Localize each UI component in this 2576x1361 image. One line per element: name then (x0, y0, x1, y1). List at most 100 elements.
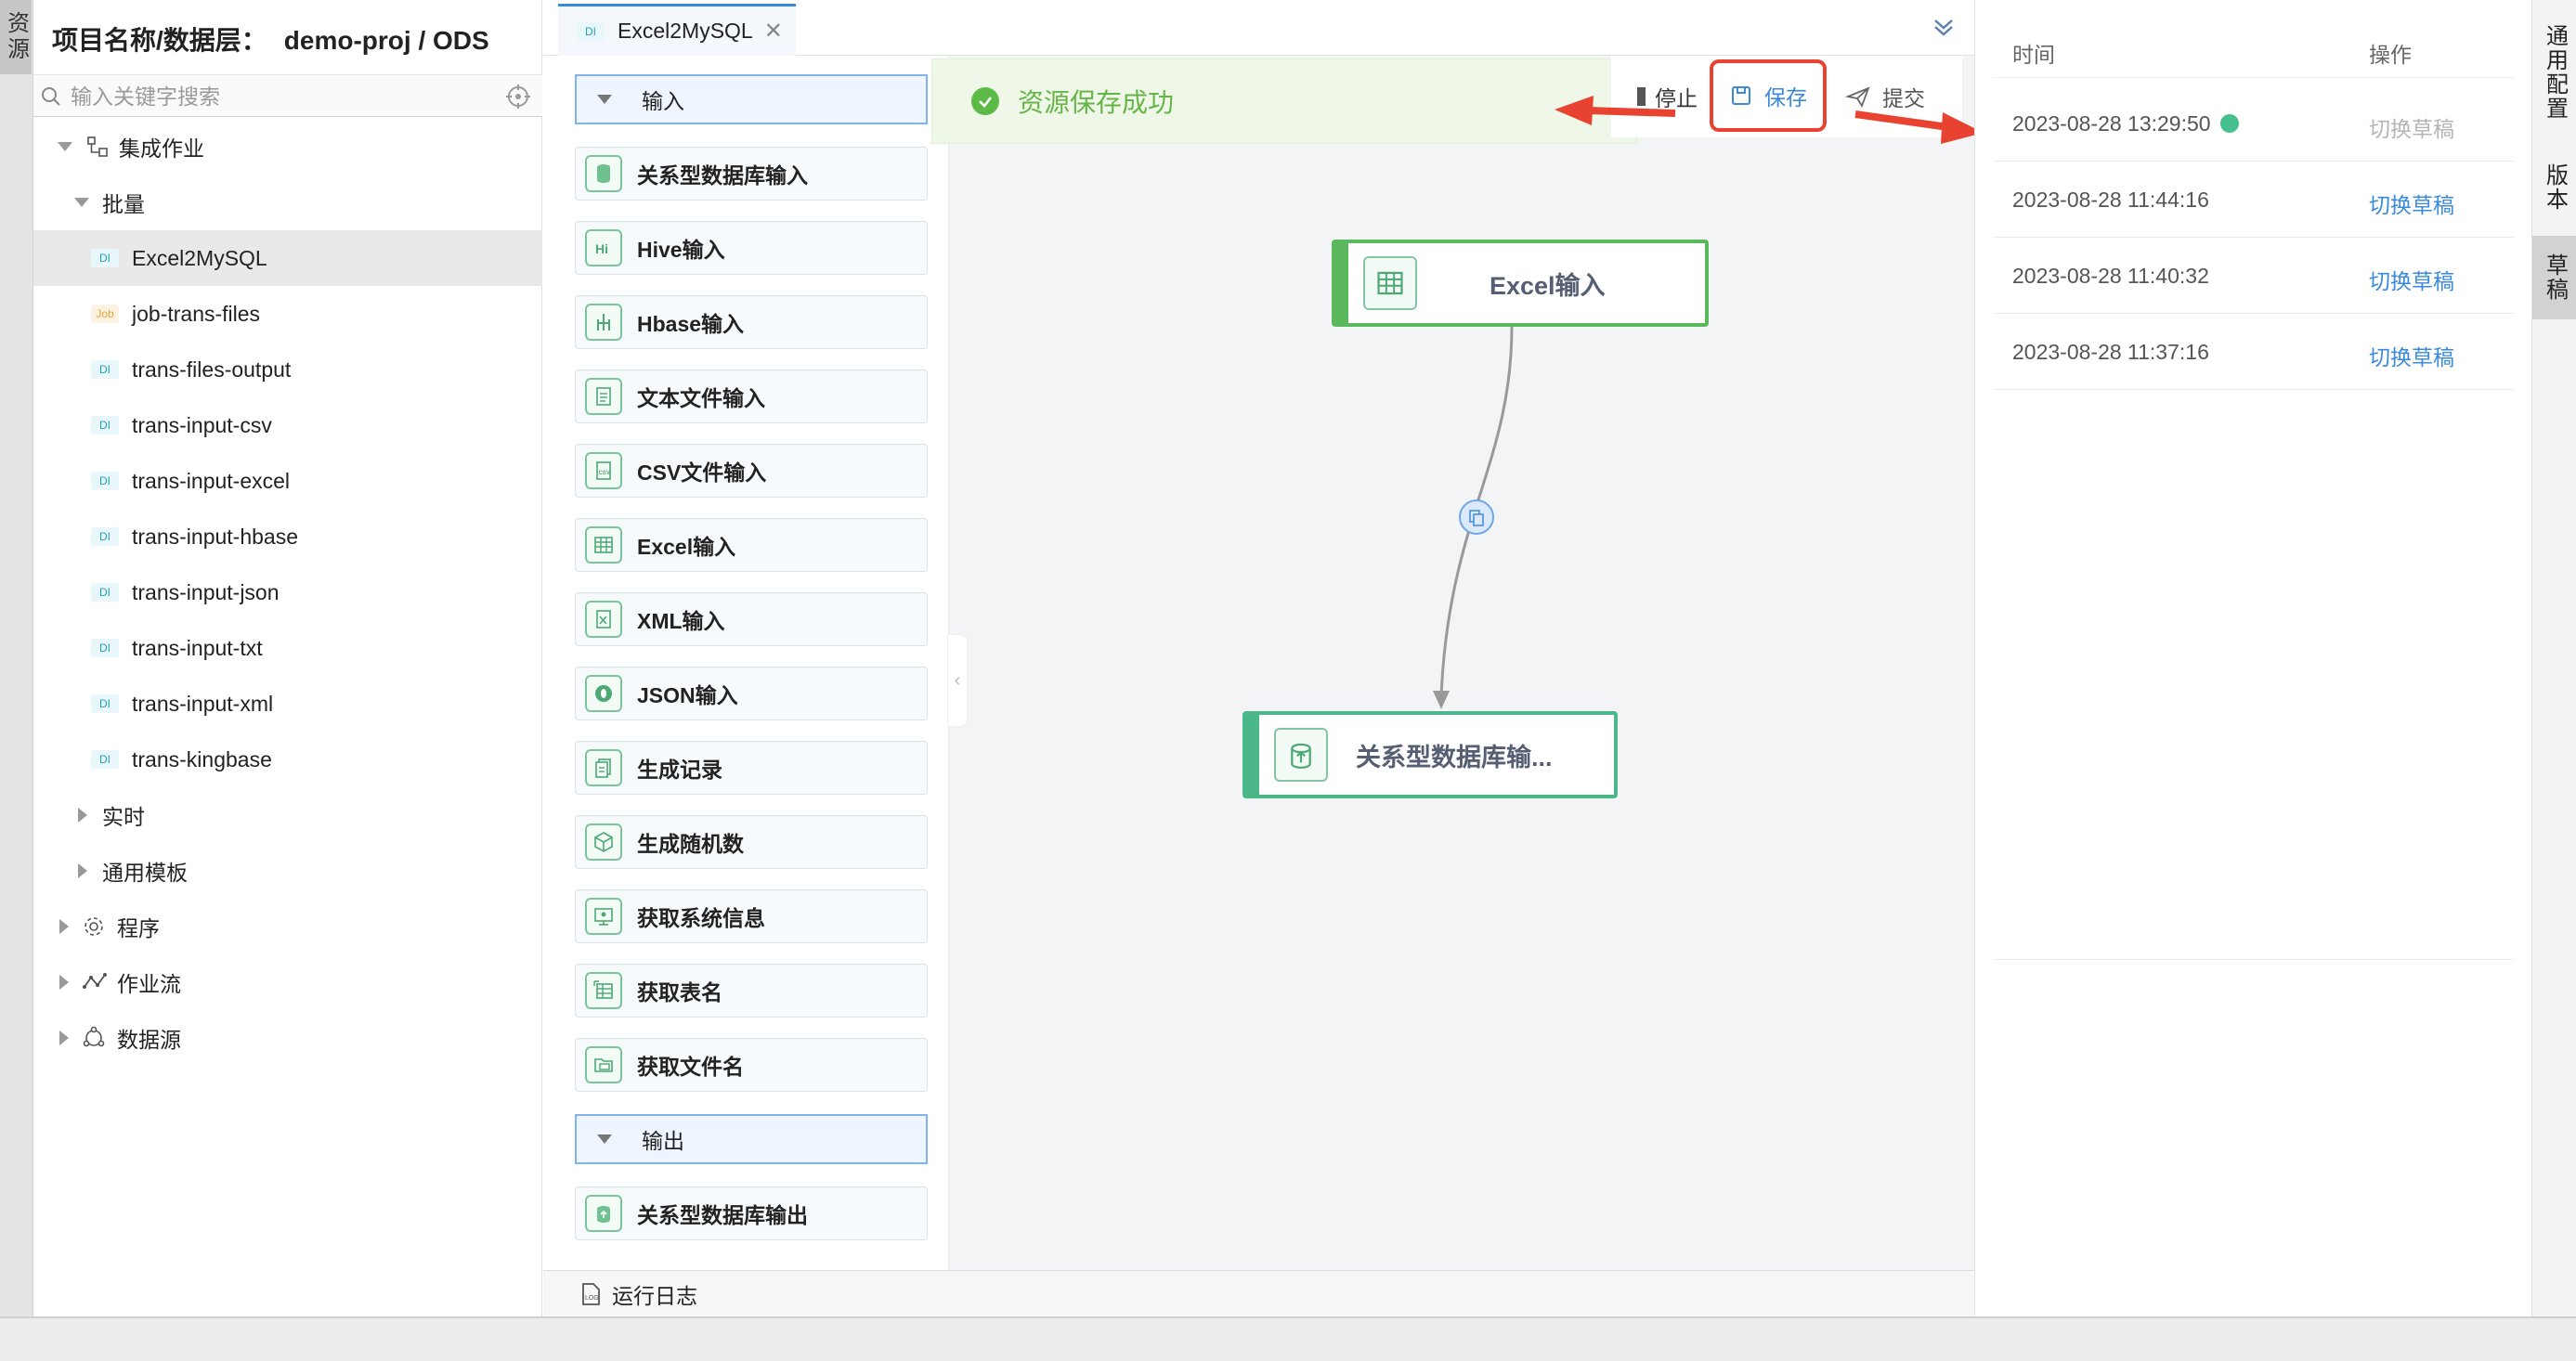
node-excel-input[interactable]: Excel输入 (1332, 240, 1709, 327)
tree-job-item[interactable]: DI Excel2MySQL (33, 230, 542, 286)
node-label: 关系型数据库输... (1356, 743, 1553, 771)
tab-general-config[interactable]: 通用配置 (2542, 24, 2568, 121)
job-name: trans-input-csv (132, 412, 272, 437)
save-label: 保存 (1764, 85, 1807, 110)
component-rdb-output[interactable]: 关系型数据库输出 (575, 1186, 928, 1240)
tree-node-batch[interactable]: 批量 (33, 175, 542, 230)
tree-node-integration[interactable]: 集成作业 (33, 119, 542, 175)
component-label: 获取文件名 (637, 1055, 744, 1079)
component-json-input[interactable]: JSON输入 (575, 667, 928, 720)
di-badge-icon: DI (91, 416, 119, 434)
send-icon (1845, 86, 1870, 109)
close-icon[interactable]: ✕ (763, 19, 783, 44)
chevron-left-icon[interactable]: ‹ (947, 634, 968, 727)
csv-file-icon: CSV (585, 452, 622, 489)
stop-icon (1637, 87, 1646, 106)
stop-button[interactable]: 停止 (1637, 56, 1698, 137)
expand-caret-icon[interactable] (58, 142, 72, 151)
component-label: 获取表名 (637, 980, 722, 1005)
component-palette: 输入 关系型数据库输入 Hi Hive输入 Hbase输入 文本文件输入 CSV… (543, 56, 949, 1270)
di-badge-icon: DI (91, 694, 119, 713)
output-section-header[interactable]: 输出 (575, 1114, 928, 1164)
job-name: trans-kingbase (132, 746, 272, 771)
table-icon (1363, 256, 1417, 310)
draft-time: 2023-08-28 11:44:16 (2012, 188, 2209, 212)
job-name: trans-input-json (132, 579, 280, 604)
database-upload-icon (585, 1195, 622, 1232)
collapse-caret-icon[interactable] (59, 975, 69, 990)
switch-draft-link[interactable]: 切换草稿 (2369, 345, 2454, 369)
submit-button[interactable]: 提交 (1845, 56, 1925, 137)
component-text-file-input[interactable]: 文本文件输入 (575, 369, 928, 423)
node-rdb-output[interactable]: 关系型数据库输... (1242, 711, 1618, 798)
integration-job-icon (85, 135, 110, 159)
switch-draft-link[interactable]: 切换草稿 (2369, 193, 2454, 217)
tree-node-datasource[interactable]: 数据源 (33, 1010, 542, 1066)
locate-icon[interactable] (505, 84, 531, 114)
tree-job-item[interactable]: Job job-trans-files (33, 286, 542, 342)
toast-message: 资源保存成功 (1018, 88, 1175, 117)
component-xml-input[interactable]: XML输入 (575, 592, 928, 646)
draft-table-header: 时间 操作 (1994, 26, 2514, 78)
gear-icon (82, 914, 106, 939)
editor-tab-bar: DI Excel2MySQL ✕ (543, 0, 1974, 56)
component-label: Hbase输入 (637, 312, 745, 336)
job-name: trans-input-hbase (132, 524, 298, 549)
component-label: Excel输入 (637, 535, 736, 559)
table-row: 2023-08-28 11:44:16 切换草稿 (1994, 162, 2514, 238)
draft-time: 2023-08-28 11:40:32 (2012, 264, 2209, 288)
job-name: Excel2MySQL (132, 245, 267, 270)
run-log-bar[interactable]: LOG 运行日志 (543, 1270, 1974, 1316)
component-hbase-input[interactable]: Hbase输入 (575, 295, 928, 349)
switch-draft-link[interactable]: 切换草稿 (2369, 269, 2454, 293)
table-row: 2023-08-28 13:29:50 切换草稿 (1994, 85, 2514, 162)
datasource-icon (82, 1026, 106, 1050)
draft-time: 2023-08-28 13:29:50 (2012, 111, 2239, 136)
double-chevron-down-icon[interactable] (1930, 13, 1958, 45)
tree-node-program[interactable]: 程序 (33, 899, 542, 954)
component-excel-input[interactable]: Excel输入 (575, 518, 928, 572)
component-label: Hive输入 (637, 238, 725, 262)
stop-label: 停止 (1655, 86, 1698, 110)
project-label: 项目名称/数据层： (52, 26, 267, 55)
tree-job-item[interactable]: DI trans-input-xml (33, 676, 542, 732)
tab-excel2mysql[interactable]: DI Excel2MySQL ✕ (558, 4, 796, 56)
component-rdb-input[interactable]: 关系型数据库输入 (575, 147, 928, 201)
input-section-header[interactable]: 输入 (575, 74, 928, 124)
tree-node-template[interactable]: 通用模板 (33, 843, 542, 899)
collapse-caret-icon[interactable] (78, 808, 87, 823)
expand-caret-icon[interactable] (74, 198, 89, 207)
section-label: 输入 (642, 89, 684, 113)
component-table-names[interactable]: 获取表名 (575, 964, 928, 1018)
records-icon (585, 749, 622, 786)
collapse-caret-icon[interactable] (59, 1030, 69, 1045)
node-label: Excel输入 (1490, 271, 1606, 300)
collapse-caret-icon[interactable] (78, 863, 87, 878)
component-generate-rows[interactable]: 生成记录 (575, 741, 928, 795)
tree-job-item[interactable]: DI trans-input-excel (33, 453, 542, 509)
tree-job-item[interactable]: DI trans-input-json (33, 564, 542, 620)
annotation-arrow-left (1555, 96, 1676, 125)
tab-version[interactable]: 版本 (2542, 163, 2568, 212)
component-csv-input[interactable]: CSV CSV文件输入 (575, 444, 928, 498)
di-badge-icon: DI (91, 472, 119, 490)
resource-tab[interactable]: 资源 (0, 0, 32, 74)
tree-job-item[interactable]: DI trans-input-csv (33, 397, 542, 453)
tab-draft[interactable]: 草稿 (2532, 236, 2576, 319)
component-system-info[interactable]: 获取系统信息 (575, 889, 928, 943)
component-hive-input[interactable]: Hi Hive输入 (575, 221, 928, 275)
tree-node-realtime[interactable]: 实时 (33, 787, 542, 843)
tree-node-workflow[interactable]: 作业流 (33, 954, 542, 1010)
search-input[interactable] (71, 81, 479, 112)
tree-job-item[interactable]: DI trans-input-txt (33, 620, 542, 676)
collapse-caret-icon[interactable] (59, 919, 69, 934)
component-random-number[interactable]: 生成随机数 (575, 815, 928, 869)
save-button[interactable]: 保存 (1710, 59, 1827, 132)
tree-job-item[interactable]: DI trans-input-hbase (33, 509, 542, 564)
tree-job-item[interactable]: DI trans-files-output (33, 342, 542, 397)
save-icon (1732, 86, 1750, 105)
database-icon (585, 155, 622, 192)
component-file-names[interactable]: 获取文件名 (575, 1038, 928, 1092)
log-file-icon: LOG (582, 1282, 600, 1305)
tree-job-item[interactable]: DI trans-kingbase (33, 732, 542, 787)
